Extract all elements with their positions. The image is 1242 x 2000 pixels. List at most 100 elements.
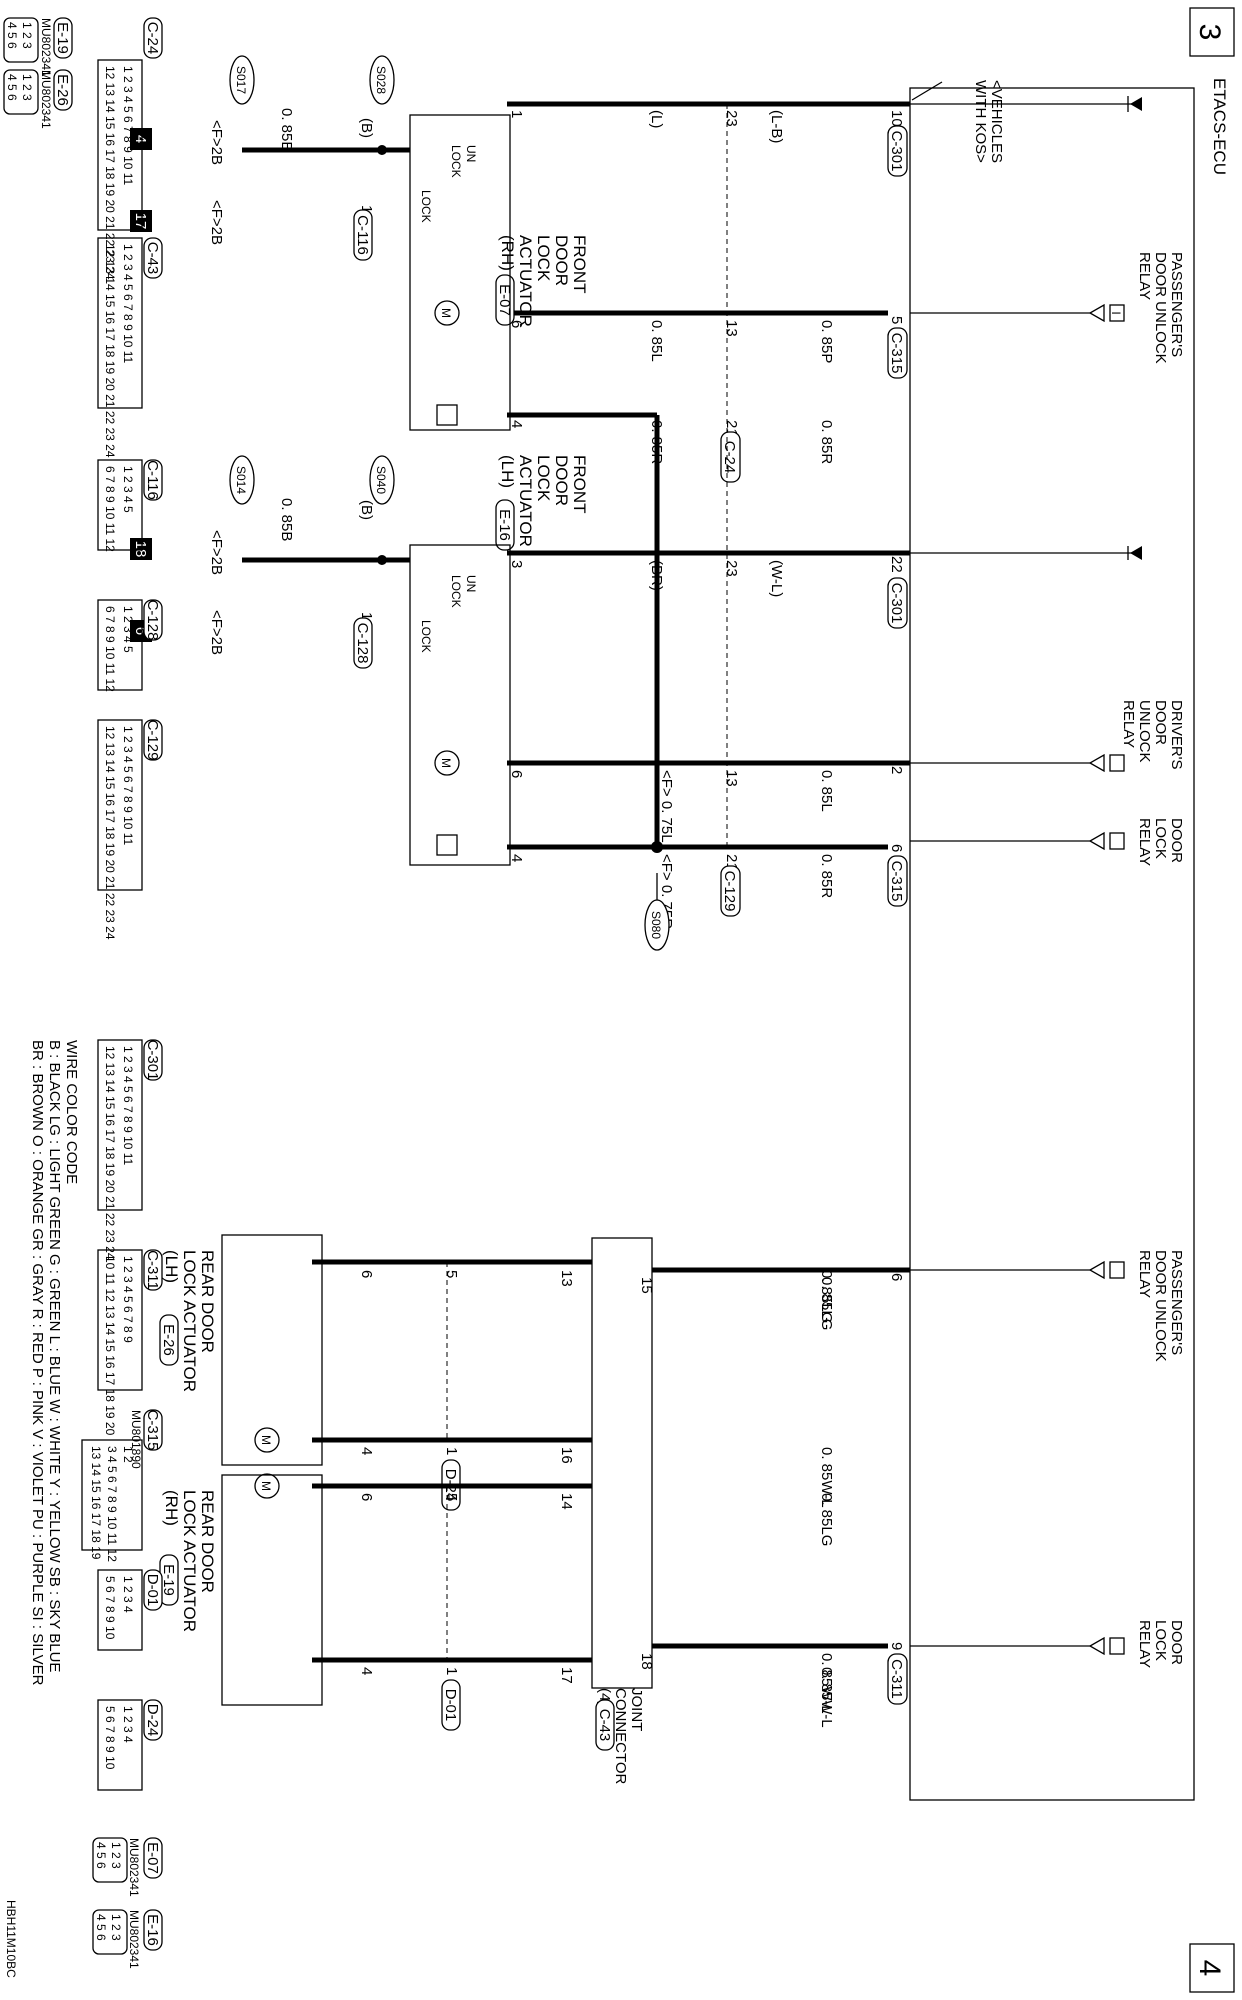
kos-pointer (911, 81, 943, 101)
svg-text:D-24: D-24 (144, 1704, 161, 1737)
svg-text:JOINT: JOINT (628, 1688, 645, 1731)
wire-label-l: (L) (648, 110, 665, 128)
svg-text:CONNECTOR: CONNECTOR (612, 1688, 629, 1785)
svg-text:RELAY: RELAY (1136, 252, 1153, 300)
wire-pin-6: 6 (508, 320, 525, 328)
wire-label-f-075l: <F> 0. 75L (658, 770, 675, 843)
svg-text:5 6 7 8 9 10: 5 6 7 8 9 10 (103, 1576, 117, 1640)
svg-text:1 2 3 4 5 6 7 8 9 10 11: 1 2 3 4 5 6 7 8 9 10 11 (121, 1046, 135, 1166)
svg-text:0. 85LG: 0. 85LG (818, 1270, 835, 1323)
svg-text:UNLOCK: UNLOCK (1136, 700, 1153, 763)
relay-symbol-2 (910, 753, 1125, 773)
svg-text:S017: S017 (234, 66, 248, 94)
svg-text:LOCK: LOCK (449, 145, 463, 178)
svg-text:0. 85B: 0. 85B (278, 498, 295, 541)
relay-door-lock-2: DOOR LOCK RELAY (1136, 1620, 1185, 1668)
svg-text:1 2 3: 1 2 3 (20, 74, 34, 101)
svg-text:4 5 6: 4 5 6 (94, 1842, 108, 1869)
svg-text:0. 85W-L: 0. 85W-L (818, 1667, 835, 1728)
svg-text:(RH): (RH) (498, 235, 517, 271)
svg-text:E-07: E-07 (496, 284, 513, 316)
svg-text:C-129: C-129 (144, 720, 161, 761)
svg-text:DRIVER'S: DRIVER'S (1168, 700, 1185, 770)
svg-text:1 2 3 4 5 6 7 8 9 10 11: 1 2 3 4 5 6 7 8 9 10 11 (121, 66, 135, 186)
svg-text:S028: S028 (374, 66, 388, 94)
svg-text:E-26: E-26 (160, 1324, 177, 1356)
wire-label-085r-drv: 0. 85R (818, 854, 835, 898)
wire-pin-23b: 23 (723, 560, 740, 577)
svg-text:E-07: E-07 (144, 1842, 161, 1874)
svg-text:DOOR: DOOR (1152, 700, 1169, 745)
svg-text:4 5 6: 4 5 6 (94, 1914, 108, 1941)
svg-text:1: 1 (443, 1447, 460, 1455)
svg-text:10 11 12 13 14 15 16 17 18 19: 10 11 12 13 14 15 16 17 18 19 20 (103, 1256, 117, 1436)
svg-text:1 2 3: 1 2 3 (109, 1914, 123, 1941)
kos-label-1: <VEHICLES (988, 80, 1005, 163)
svg-text:C-43: C-43 (144, 242, 161, 275)
svg-text:RELAY: RELAY (1120, 700, 1137, 748)
conn-c315: C-315 MU801890 1 2 3 4 5 6 7 8 9 10 11 1… (81, 1409, 163, 1562)
relay-door-lock-1: DOOR LOCK RELAY (1136, 818, 1185, 866)
conn-d01: D-01 1 2 3 4 5 6 7 8 9 10 (97, 1569, 163, 1651)
conn-e07: E-07 MU802341 1 2 3 4 5 6 (92, 1837, 163, 1897)
svg-text:4: 4 (132, 135, 149, 143)
svg-text:S014: S014 (234, 466, 248, 494)
svg-text:REAR DOOR: REAR DOOR (198, 1250, 217, 1353)
svg-text:LOCK ACTUATOR: LOCK ACTUATOR (180, 1250, 199, 1392)
svg-text:6: 6 (132, 627, 149, 635)
svg-text:15: 15 (638, 1277, 655, 1294)
svg-text:<F>2B: <F>2B (208, 530, 225, 575)
svg-text:14: 14 (558, 1493, 575, 1510)
svg-text:M: M (259, 1435, 273, 1445)
svg-text:MU802341: MU802341 (127, 1910, 141, 1969)
page-right-number: 4 (1193, 1960, 1226, 1977)
svg-text:12 13 14 15 16 17 18 19 20 21: 12 13 14 15 16 17 18 19 20 21 22 23 24 (103, 66, 117, 280)
tag-c315-a (887, 327, 908, 379)
svg-text:16: 16 (558, 1447, 575, 1464)
svg-text:LOCK: LOCK (1152, 818, 1169, 859)
svg-text:C-128: C-128 (354, 623, 371, 664)
svg-text:DOOR UNLOCK: DOOR UNLOCK (1152, 252, 1169, 364)
conn-c116: C-116 1 2 3 4 5 6 7 8 9 10 11 12 (97, 459, 163, 552)
svg-text:MU802341: MU802341 (39, 18, 53, 77)
svg-text:E-16: E-16 (144, 1914, 161, 1946)
svg-text:C-301: C-301 (888, 131, 905, 172)
svg-text:0. 85B: 0. 85B (278, 108, 295, 151)
tag-c315-b (887, 855, 908, 907)
svg-text:1 2 3 4 5 6 7 8 9 10 11: 1 2 3 4 5 6 7 8 9 10 11 (121, 244, 135, 364)
tag-c129 (720, 865, 741, 917)
relay-driver-unlock: DRIVER'S DOOR UNLOCK RELAY (1120, 700, 1185, 770)
ecu-box (909, 87, 1195, 1801)
svg-text:ACTUATOR: ACTUATOR (516, 455, 535, 547)
svg-text:(LH): (LH) (162, 1250, 181, 1283)
svg-text:M: M (439, 758, 453, 768)
conn-e26: E-26 MU802341 1 2 3 4 5 6 (3, 69, 73, 129)
svg-text:C-315: C-315 (144, 1410, 161, 1451)
conn-e19: E-19 MU802341 1 2 3 4 5 6 (3, 17, 73, 77)
svg-text:1 2 3 4: 1 2 3 4 (121, 1706, 135, 1743)
ground-branch-rh: (B) 12 C-116 0. 85B S028 S017 <F>2B <F>2… (130, 55, 410, 261)
svg-text:E-16: E-16 (496, 509, 513, 541)
svg-text:1 2 3 4 5 6 7 8 9: 1 2 3 4 5 6 7 8 9 (121, 1256, 135, 1343)
svg-text:<F>2B: <F>2B (208, 200, 225, 245)
conn-c128: C-128 1 2 3 4 5 6 7 8 9 10 11 12 (97, 599, 163, 692)
pin-6: 6 (888, 844, 905, 852)
svg-text:C-24: C-24 (144, 22, 161, 55)
wire-pin-13: 13 (723, 320, 740, 337)
svg-text:17: 17 (558, 1667, 575, 1684)
svg-text:S080: S080 (649, 911, 663, 939)
tag-c301-a (887, 125, 908, 177)
svg-text:DOOR: DOOR (552, 455, 571, 506)
svg-text:E-26: E-26 (54, 74, 71, 106)
pin-22: 22 (888, 556, 905, 573)
svg-text:PASSENGER'S: PASSENGER'S (1168, 252, 1185, 357)
svg-text:S040: S040 (374, 466, 388, 494)
svg-text:18: 18 (132, 541, 149, 558)
svg-text:LOCK: LOCK (534, 235, 553, 282)
relay-symbol-1: I (910, 303, 1125, 323)
rear-wire-set: 0. 85LG 15 0. 85W-L 18 JOINT CONNECTOR (… (312, 104, 910, 1785)
wire-pin-13b: 13 (723, 770, 740, 787)
wire-pin-6c: 6 (508, 770, 525, 778)
svg-text:E-19: E-19 (54, 22, 71, 54)
svg-text:C-129: C-129 (721, 871, 738, 912)
